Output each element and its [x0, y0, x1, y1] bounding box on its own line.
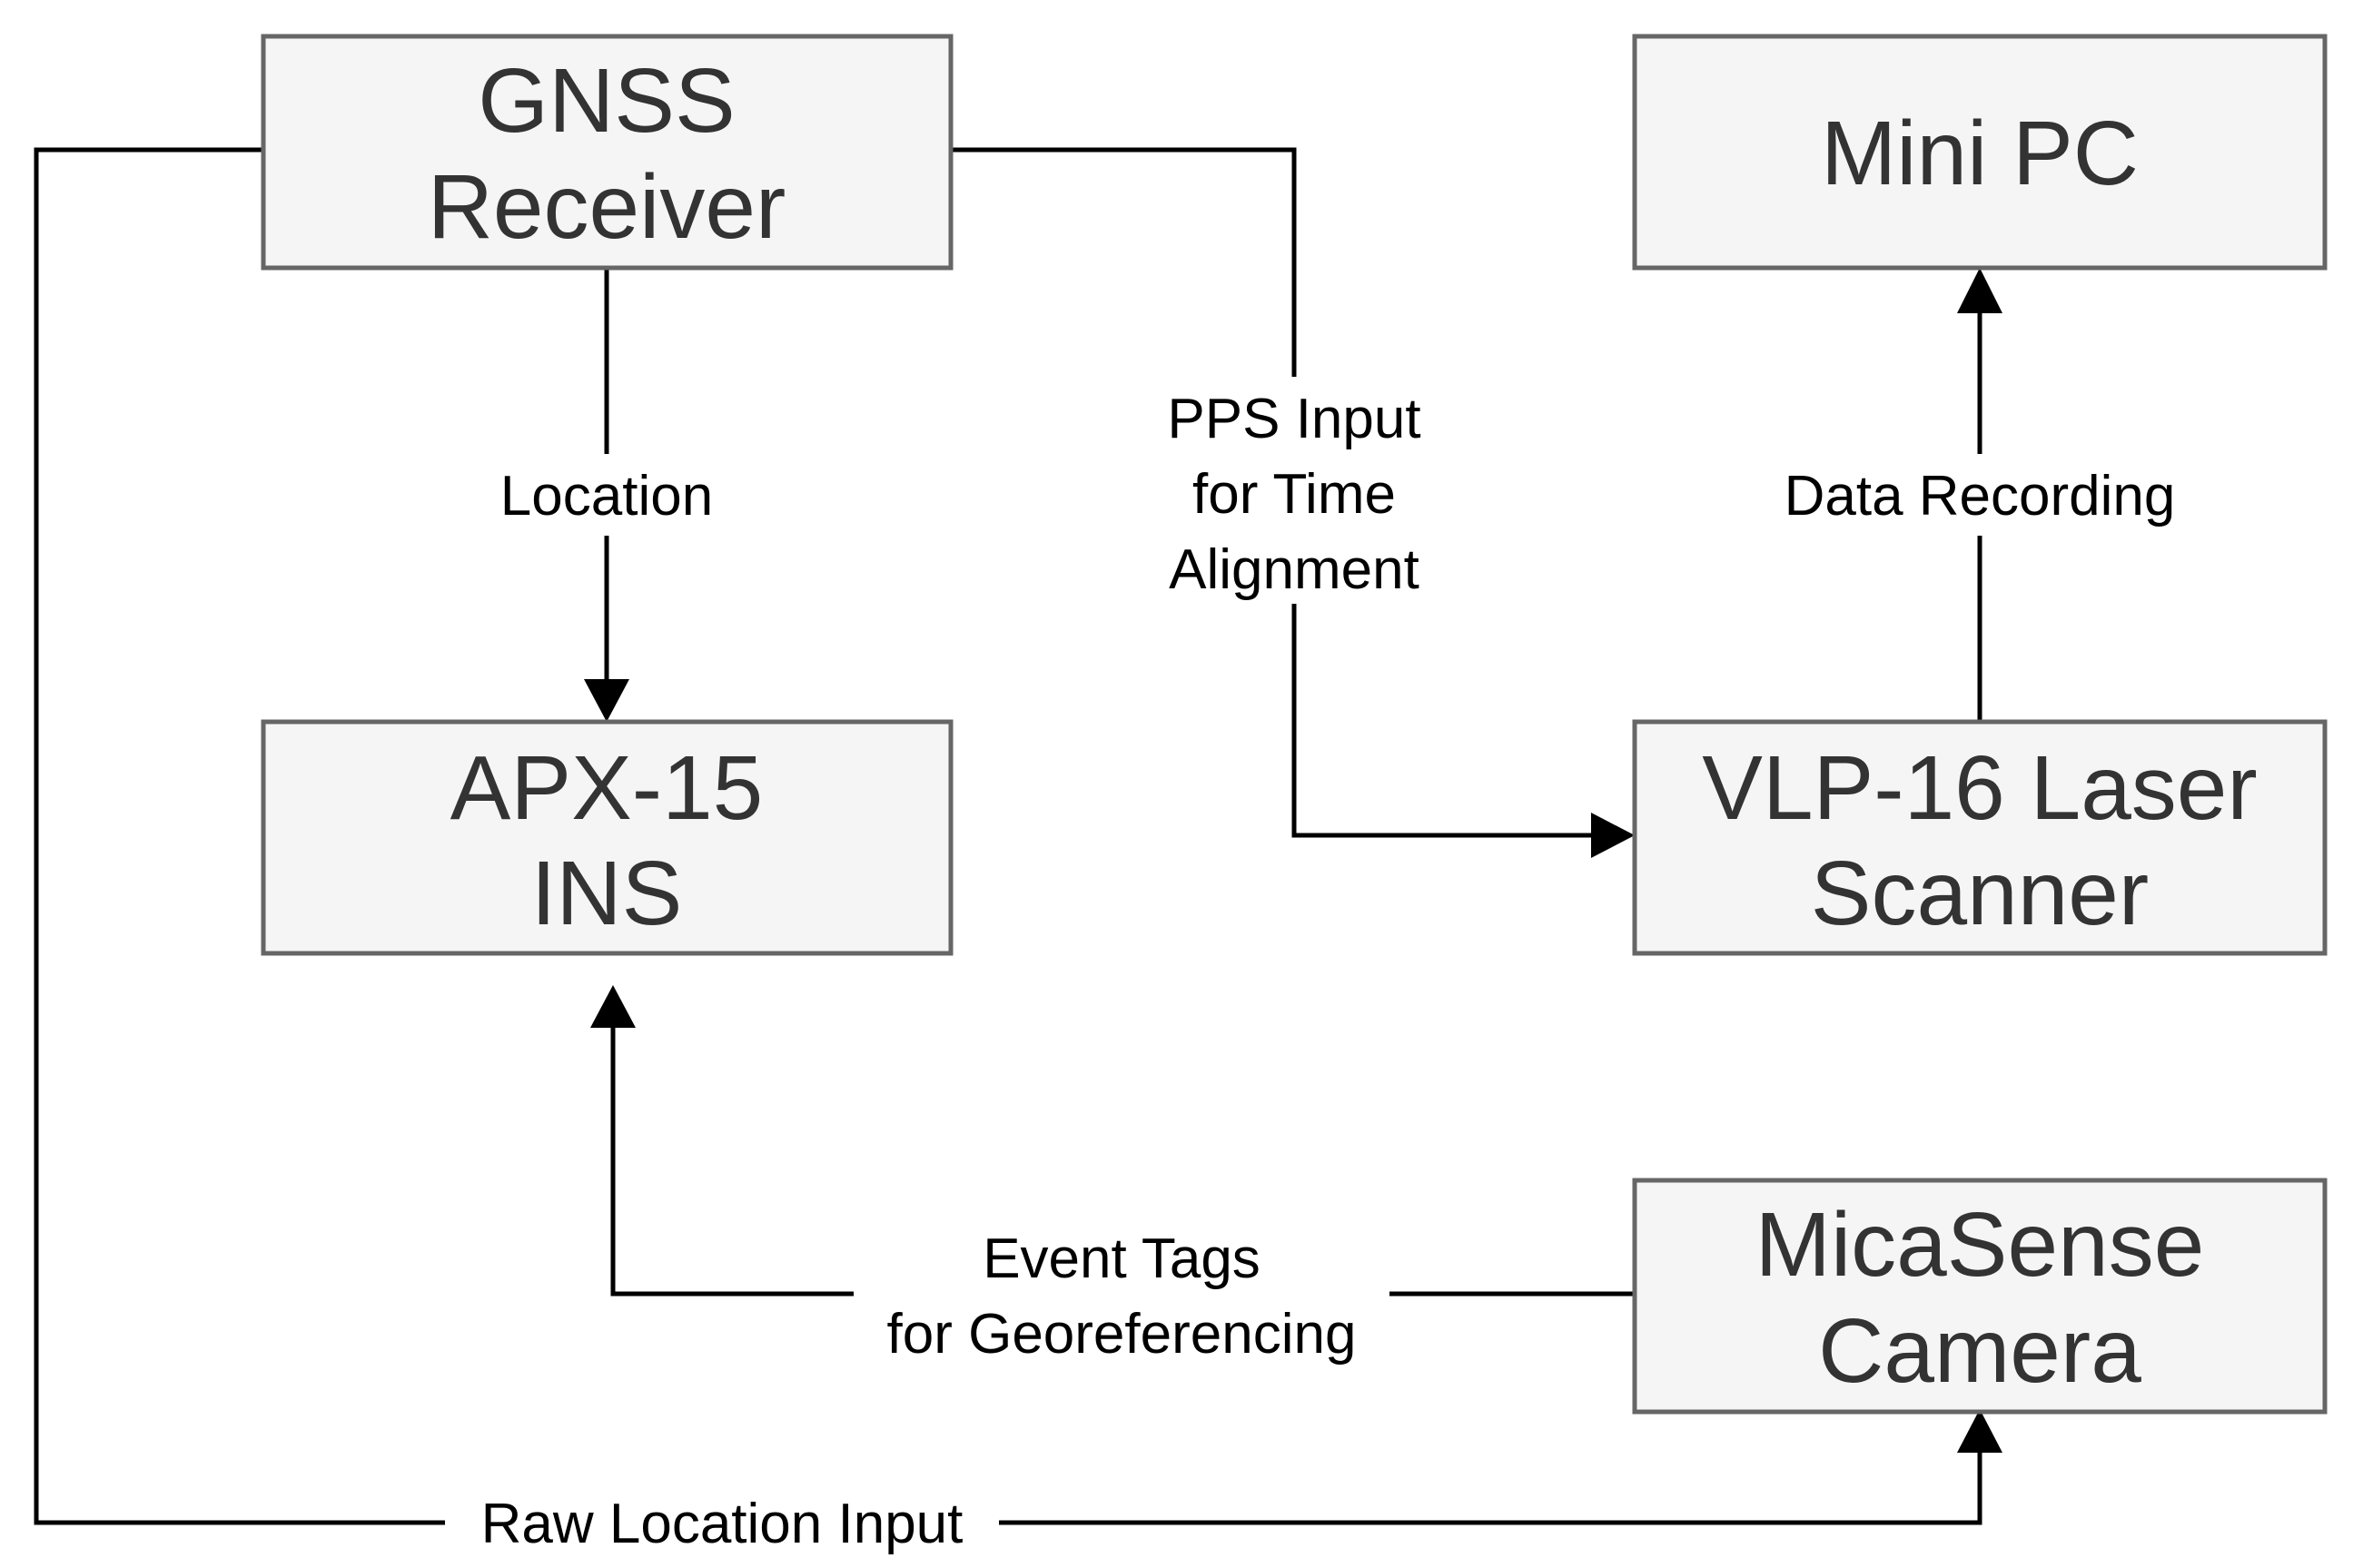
edge-raw	[34, 147, 1982, 1525]
edge-label-events: Event Tags for Georeferencing	[854, 1217, 1389, 1371]
arrowhead-raw	[1957, 1409, 2002, 1453]
node-label-line: Receiver	[428, 156, 786, 258]
label-background	[486, 454, 731, 536]
arrowhead-location	[584, 679, 629, 722]
node-box	[261, 34, 954, 271]
node-vlp16-laser-scanner: VLP-16 Laser Scanner	[1632, 719, 2328, 956]
node-micasense-camera: MicaSense Camera	[1632, 1178, 2328, 1415]
edge-label-line: for Georeferencing	[887, 1303, 1357, 1366]
node-apx15-ins: APX-15 INS	[261, 719, 954, 956]
arrowhead-pps	[1591, 813, 1635, 858]
node-gnss-receiver: GNSS Receiver	[261, 34, 954, 271]
edge-label-line: Data Recording	[1785, 465, 2176, 528]
label-background	[1753, 454, 2207, 536]
edge-label-line: Raw Location Input	[481, 1493, 964, 1555]
label-background	[854, 1217, 1389, 1371]
node-box	[1632, 34, 2328, 271]
label-background	[445, 1484, 999, 1562]
label-background	[1146, 377, 1442, 604]
edge-label-line: Event Tags	[983, 1228, 1261, 1290]
node-label-line: Camera	[1818, 1300, 2141, 1402]
edge-label-pps: PPS Input for Time Alignment	[1146, 377, 1442, 604]
node-label-line: Scanner	[1811, 843, 2149, 944]
edge-label-raw: Raw Location Input	[445, 1484, 999, 1562]
edge-label-line: for Time	[1192, 463, 1396, 526]
node-box	[1632, 719, 2328, 956]
arrowhead-recording	[1957, 268, 2002, 313]
arrowhead-events	[590, 985, 636, 1028]
node-box	[261, 719, 954, 956]
edge-label-line: Alignment	[1169, 538, 1419, 601]
node-label-line: INS	[531, 843, 683, 944]
node-label-line: Mini PC	[1821, 103, 2139, 204]
edge-label-recording: Data Recording	[1753, 454, 2207, 536]
node-box	[1632, 1178, 2328, 1415]
node-mini-pc: Mini PC	[1632, 34, 2328, 271]
node-label-line: MicaSense	[1755, 1194, 2205, 1296]
edge-label-line: PPS Input	[1167, 388, 1420, 450]
edge-label-location: Location	[486, 454, 731, 536]
node-label-line: APX-15	[450, 737, 764, 839]
edge-label-line: Location	[500, 465, 713, 528]
node-label-line: VLP-16 Laser	[1702, 737, 2257, 839]
node-label-line: GNSS	[478, 50, 735, 152]
